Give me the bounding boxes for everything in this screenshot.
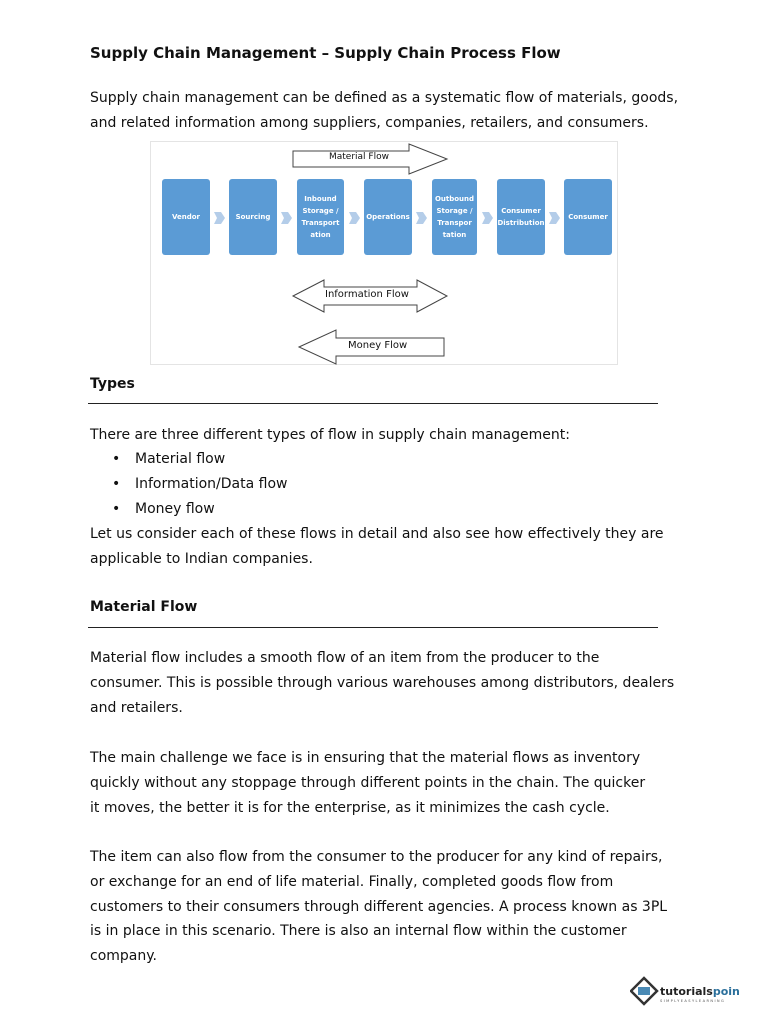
- box-sourcing: Sourcing: [229, 179, 277, 255]
- information-flow-label: Information Flow: [325, 289, 409, 300]
- money-flow-label: Money Flow: [348, 340, 408, 351]
- paragraph: Material flow includes a smooth flow of …: [90, 650, 675, 716]
- list-item: •Material flow: [90, 447, 287, 472]
- logo-mark-icon: tutorialspoint SIMPLYEASYLEARNING: [629, 976, 745, 1006]
- intro-paragraph: Supply chain management can be defined a…: [90, 90, 679, 131]
- flow-arrows: [214, 143, 560, 365]
- list-item: •Information/Data flow: [90, 472, 287, 497]
- page-title: Supply Chain Management – Supply Chain P…: [90, 44, 561, 62]
- box-operations: Operations: [364, 179, 412, 255]
- paragraph: The item can also flow from the consumer…: [90, 849, 668, 965]
- box-consumer: Consumer: [564, 179, 612, 255]
- divider: [88, 403, 658, 404]
- bullet: •: [112, 500, 121, 517]
- material-flow-arrow: [292, 143, 449, 175]
- box-outbound-storage: Outbound Storage / Transpor tation: [432, 179, 477, 255]
- information-flow-arrow: [291, 279, 449, 313]
- svg-text:tutorialspoint: tutorialspoint: [660, 985, 740, 998]
- box-inbound-storage: Inbound Storage / Transport ation: [297, 179, 344, 255]
- paragraph: The main challenge we face is in ensurin…: [90, 750, 646, 816]
- divider: [88, 627, 658, 628]
- box-vendor: Vendor: [162, 179, 210, 255]
- list-item: •Money flow: [90, 497, 287, 522]
- tutorialspoint-logo: tutorialspoint SIMPLYEASYLEARNING: [629, 976, 745, 1012]
- step-chevrons: [214, 212, 560, 224]
- supply-chain-diagram: Material Flow Information Flow Money Flo…: [150, 141, 618, 365]
- bullet: •: [112, 451, 121, 467]
- types-outro: Let us consider each of these flows in d…: [90, 526, 664, 567]
- material-flow-label: Material Flow: [329, 152, 389, 162]
- bullet: •: [112, 475, 121, 492]
- types-heading: Types: [90, 376, 135, 392]
- box-consumer-distribution: Consumer Distribution: [497, 179, 545, 255]
- types-intro: There are three different types of flow …: [90, 427, 570, 443]
- money-flow-arrow: [297, 329, 445, 365]
- svg-text:SIMPLYEASYLEARNING: SIMPLYEASYLEARNING: [660, 999, 725, 1003]
- types-list: •Material flow •Information/Data flow •M…: [90, 447, 287, 521]
- material-flow-heading: Material Flow: [90, 599, 198, 615]
